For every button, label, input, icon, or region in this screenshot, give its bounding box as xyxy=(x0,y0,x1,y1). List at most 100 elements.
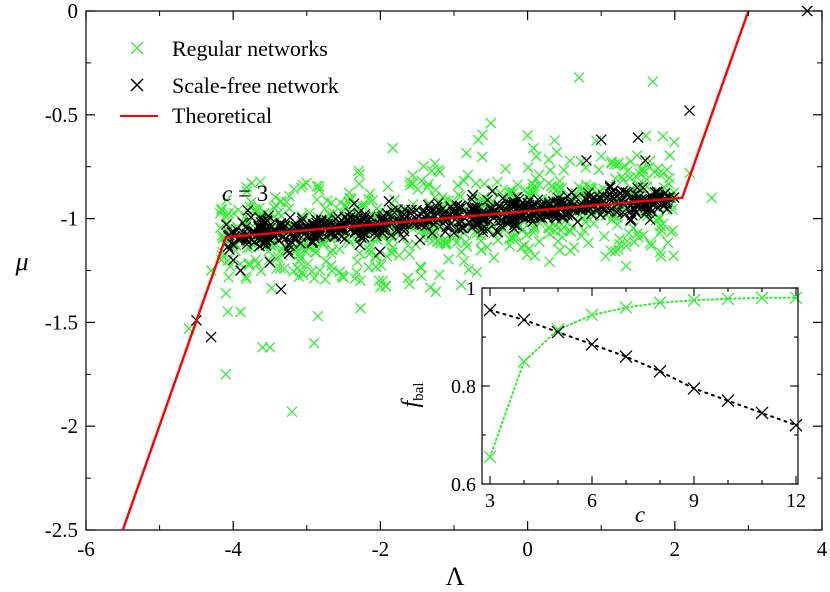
regular-point xyxy=(555,225,567,237)
scalefree-point xyxy=(407,217,419,229)
regular-point xyxy=(433,235,444,247)
scalefree-point xyxy=(374,246,386,258)
scalefree-point xyxy=(684,105,695,117)
regular-point xyxy=(549,134,561,146)
scalefree-point xyxy=(662,192,674,204)
scalefree-point xyxy=(227,254,239,266)
scalefree-point xyxy=(456,201,468,213)
scalefree-point xyxy=(557,194,569,206)
x-tick-label: -4 xyxy=(224,537,242,561)
regular-point xyxy=(294,264,306,276)
regular-point xyxy=(319,273,331,285)
regular-point xyxy=(523,243,535,254)
regular-point xyxy=(363,248,375,260)
scalefree-point xyxy=(556,210,568,222)
inset-regular-point xyxy=(721,292,735,306)
regular-point xyxy=(456,246,467,258)
regular-point xyxy=(216,203,227,215)
regular-point xyxy=(436,191,448,203)
scalefree-point xyxy=(497,192,509,204)
scalefree-point xyxy=(414,234,426,246)
regular-point xyxy=(268,201,280,213)
regular-point xyxy=(266,282,278,294)
scalefree-point xyxy=(801,5,813,17)
inset-regular-point xyxy=(585,308,599,322)
scalefree-point xyxy=(383,195,395,207)
scalefree-point xyxy=(530,206,541,218)
regular-point xyxy=(263,245,275,257)
scalefree-point xyxy=(649,186,661,198)
regular-point xyxy=(434,166,446,178)
regular-point xyxy=(573,71,585,83)
regular-point xyxy=(308,272,320,284)
regular-point xyxy=(590,135,602,147)
regular-point xyxy=(286,406,298,418)
regular-point xyxy=(252,258,264,270)
regular-point xyxy=(301,177,313,189)
scalefree-point xyxy=(315,214,327,226)
regular-point xyxy=(492,234,504,246)
inset-scalefree-line xyxy=(489,309,797,427)
regular-point xyxy=(522,162,534,173)
scalefree-point xyxy=(486,185,498,197)
inset-x-tick-label: 6 xyxy=(587,490,597,512)
regular-point xyxy=(500,163,511,175)
scalefree-point xyxy=(570,191,582,203)
inset-scalefree-point xyxy=(483,303,497,317)
regular-point xyxy=(278,263,290,275)
scalefree-point xyxy=(339,233,351,245)
scalefree-point xyxy=(633,191,645,203)
scalefree-point xyxy=(551,196,563,208)
scalefree-point xyxy=(363,218,375,230)
regular-point xyxy=(588,218,600,230)
scalefree-point xyxy=(508,222,520,234)
scalefree-point xyxy=(464,217,476,229)
scalefree-point xyxy=(532,194,544,206)
scalefree-point xyxy=(344,211,356,223)
inset-regular-line xyxy=(489,296,797,459)
regular-point xyxy=(354,168,365,180)
scalefree-point xyxy=(296,215,308,227)
scalefree-point xyxy=(230,223,242,235)
regular-point xyxy=(544,256,555,268)
regular-point xyxy=(627,222,639,234)
regular-point xyxy=(527,182,539,194)
regular-point xyxy=(416,175,427,187)
scalefree-point xyxy=(405,207,417,219)
regular-point xyxy=(393,250,405,262)
regular-point xyxy=(374,281,386,293)
scalefree-point xyxy=(283,248,295,260)
scalefree-point xyxy=(648,196,660,208)
scalefree-point xyxy=(424,203,436,215)
regular-point xyxy=(351,267,363,279)
x-tick-label: 0 xyxy=(522,537,533,561)
legend-label-regular: Regular networks xyxy=(172,36,328,61)
scalefree-point xyxy=(443,220,455,232)
inset-scalefree-point xyxy=(687,381,701,395)
regular-point xyxy=(443,195,455,207)
regular-point xyxy=(654,246,666,258)
regular-point xyxy=(645,239,657,251)
regular-point xyxy=(300,246,312,258)
regular-point xyxy=(488,252,500,264)
regular-point xyxy=(637,164,649,176)
x-tick-label: 4 xyxy=(817,537,828,561)
scalefree-point xyxy=(354,239,366,251)
regular-point xyxy=(283,203,295,214)
inset-y-tick-label: 1 xyxy=(466,278,476,300)
regular-point xyxy=(530,150,542,162)
legend-marker-scalefree xyxy=(130,78,144,92)
scalefree-point xyxy=(495,219,507,231)
scalefree-point xyxy=(227,238,239,250)
regular-point xyxy=(283,190,295,202)
theoretical-line-group xyxy=(121,10,750,531)
regular-point xyxy=(488,227,499,239)
scalefree-point xyxy=(646,205,658,217)
scalefree-point xyxy=(296,212,308,224)
scalefree-point xyxy=(595,134,607,146)
regular-point xyxy=(609,173,621,184)
regular-point xyxy=(424,282,436,293)
scalefree-point xyxy=(492,226,504,238)
inset-x-axis-label: c xyxy=(635,502,645,527)
scalefree-point xyxy=(385,229,397,241)
